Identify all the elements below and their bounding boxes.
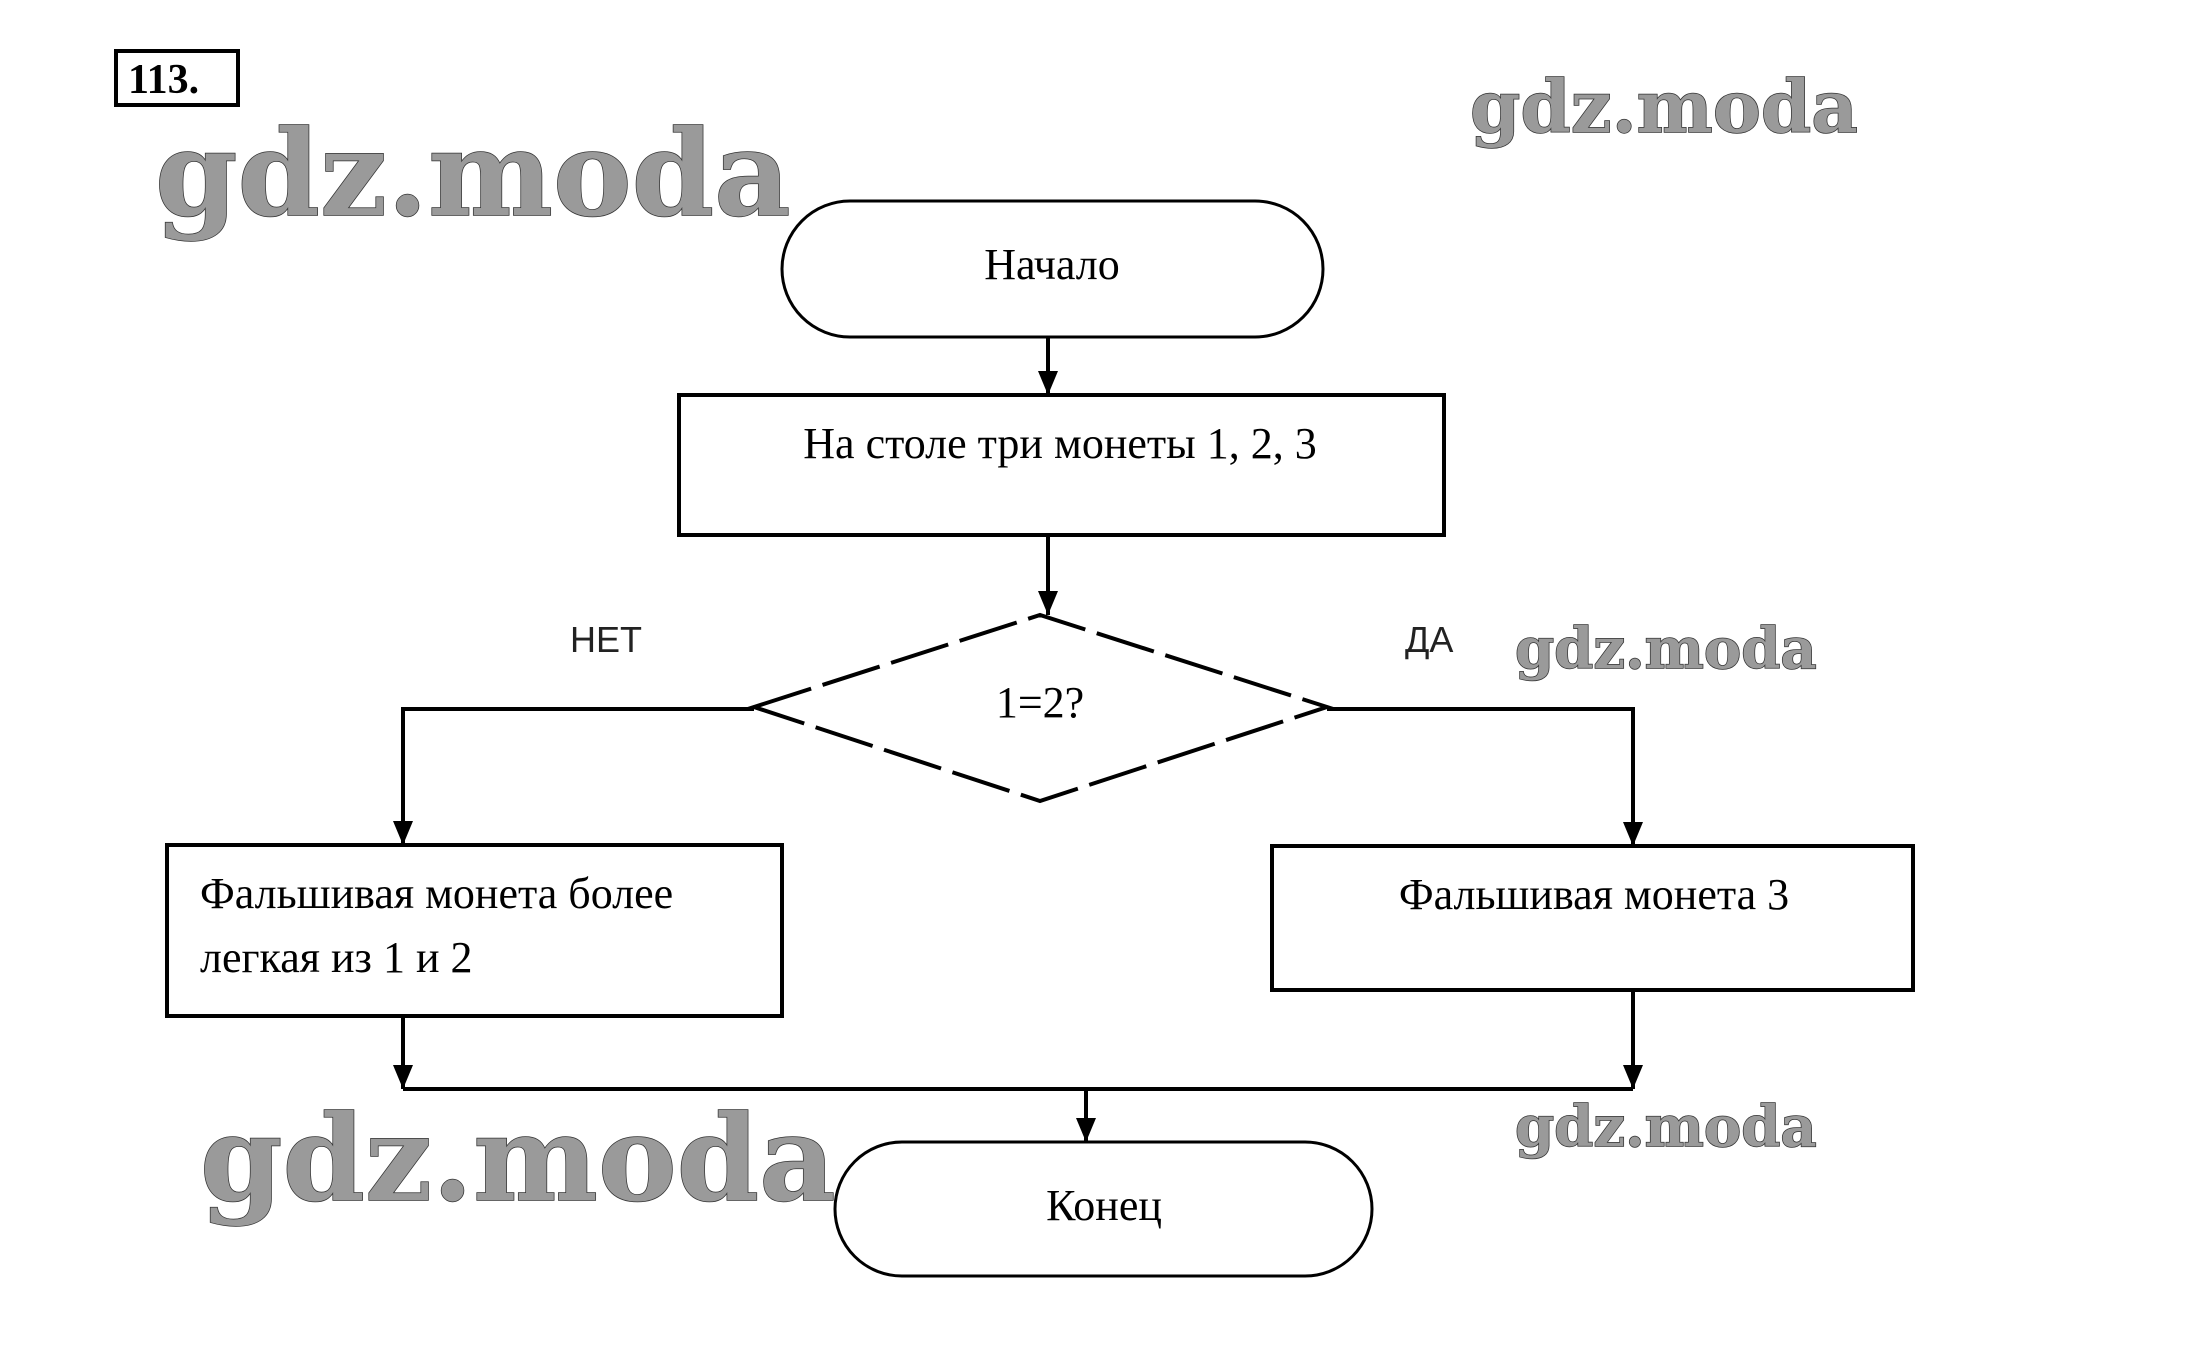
result-yes-label: Фальшивая монета 3 — [1399, 870, 1789, 919]
watermark: gdz.moda — [1515, 1094, 1817, 1160]
branch-no-label: НЕТ — [570, 619, 642, 660]
process-box: На столе три монеты 1, 2, 3 — [677, 393, 1446, 537]
watermark: gdz.moda — [200, 1089, 836, 1228]
end-label: Конец — [1046, 1181, 1162, 1230]
connector-yes-branch — [1327, 707, 1643, 846]
connector-no-branch — [393, 707, 754, 845]
result-no-line-1: Фальшивая монета более — [200, 869, 673, 918]
branch-yes-label: ДА — [1405, 619, 1453, 660]
decision-diamond: 1=2? — [747, 612, 1334, 804]
task-number: 113. — [128, 57, 199, 103]
watermark: gdz.moda — [155, 104, 791, 243]
result-box-yes: Фальшивая монета 3 — [1270, 844, 1915, 992]
start-label: Начало — [984, 240, 1120, 289]
watermark: gdz.moda — [1515, 616, 1817, 682]
start-terminal: Начало — [780, 199, 1325, 339]
decision-label: 1=2? — [996, 678, 1084, 727]
result-no-line-2: легкая из 1 и 2 — [200, 933, 473, 982]
end-terminal: Конец — [833, 1140, 1374, 1278]
watermark: gdz.moda — [1470, 64, 1858, 149]
task-number-badge: 113. — [114, 49, 240, 107]
result-box-no: Фальшивая монета более легкая из 1 и 2 — [165, 843, 784, 1018]
process-label: На столе три монеты 1, 2, 3 — [803, 419, 1316, 468]
